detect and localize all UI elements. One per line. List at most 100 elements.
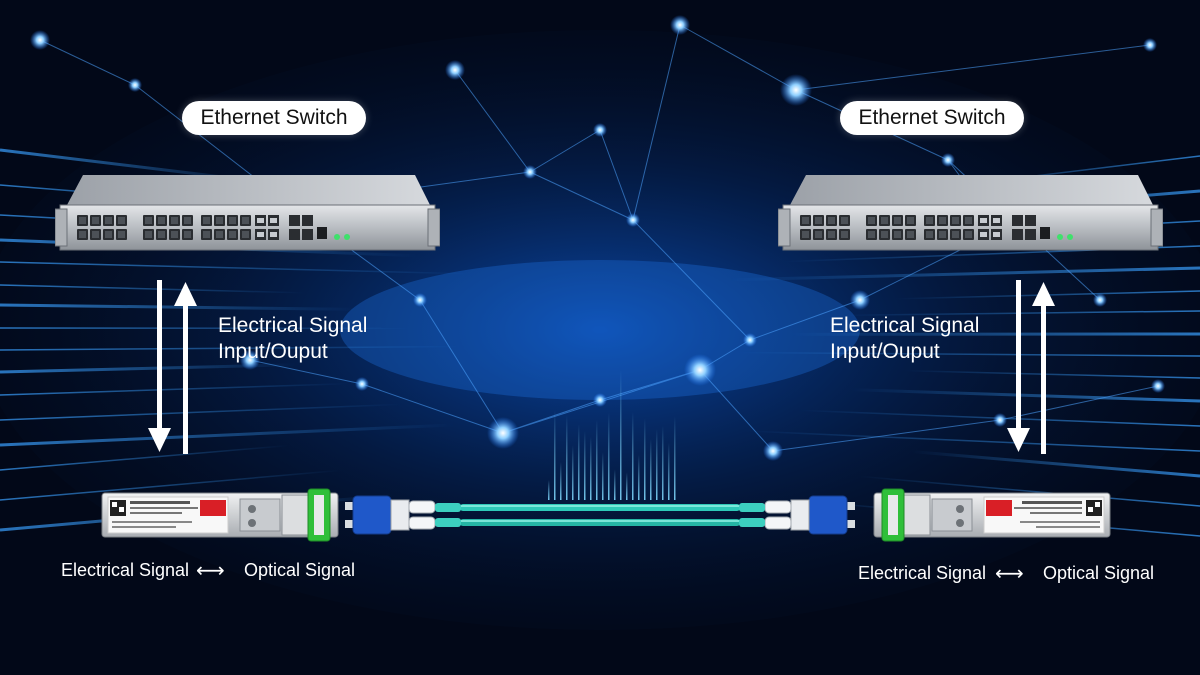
network-link (529, 129, 601, 173)
right-sfp-transceiver-icon (873, 488, 1111, 542)
network-node (445, 60, 465, 80)
network-node (763, 441, 783, 461)
sfp-port-inner (965, 217, 972, 224)
sfp-port-inner (881, 217, 888, 224)
network-link (599, 129, 634, 221)
light-bar (620, 370, 622, 500)
sfp-port-inner (145, 217, 152, 224)
sfp-port-inner (868, 217, 875, 224)
network-link (699, 369, 774, 452)
network-node (684, 354, 716, 386)
network-node (523, 165, 537, 179)
sfp-port-inner (926, 217, 933, 224)
light-streak (0, 423, 457, 447)
light-streak (735, 351, 1200, 357)
sfp-port-inner (229, 231, 236, 238)
sfp-port-inner (907, 217, 914, 224)
left-double-arrow-icon: ⟷ (196, 558, 225, 582)
sfp-port-inner (815, 231, 822, 238)
sfp-port-inner (841, 217, 848, 224)
sfp-port (302, 229, 313, 240)
sfp-port-inner (92, 217, 99, 224)
network-node (355, 377, 369, 391)
light-bar (566, 415, 568, 500)
sfp-port-inner (184, 217, 191, 224)
light-bar (650, 439, 652, 500)
sfp-port-inner (952, 217, 959, 224)
network-link (632, 219, 751, 341)
network-node (413, 293, 427, 307)
sfp-port-inner (92, 231, 99, 238)
light-bar (572, 445, 574, 500)
sfp-port-inner (881, 231, 888, 238)
light-streak (0, 345, 465, 351)
light-bar (584, 431, 586, 500)
status-led (1067, 234, 1073, 240)
sfp-port-inner (158, 231, 165, 238)
network-link (419, 299, 504, 434)
sfp-port-inner (105, 217, 112, 224)
sfp-port (289, 215, 300, 226)
network-link (599, 369, 701, 401)
right-conversion-to: Optical Signal (1043, 563, 1155, 583)
network-node (941, 153, 955, 167)
light-bar (596, 419, 598, 500)
light-bar (554, 410, 556, 500)
sfp-port-inner (118, 231, 125, 238)
console-port (1040, 227, 1050, 239)
sfp-port-inner (926, 231, 933, 238)
light-bar (578, 424, 580, 500)
rj45-port-inner (270, 232, 277, 237)
sfp-port-inner (171, 231, 178, 238)
left-up-arrow (174, 282, 197, 454)
sfp-port-inner (802, 217, 809, 224)
sfp-port-inner (802, 231, 809, 238)
light-streak (727, 266, 1200, 282)
sfp-port-inner (203, 217, 210, 224)
sfp-port-inner (828, 217, 835, 224)
network-link (39, 39, 136, 86)
rj45-port-inner (993, 232, 1000, 237)
light-bar (662, 425, 664, 500)
light-bar (674, 416, 676, 500)
status-led (334, 234, 340, 240)
network-node (626, 213, 640, 227)
network-node (593, 393, 607, 407)
light-bar (644, 418, 646, 500)
sfp-port (1012, 229, 1023, 240)
light-streak (0, 469, 343, 501)
left-conversion-from: Electrical Signal (61, 560, 190, 580)
rj45-port-inner (270, 218, 277, 223)
sfp-port-inner (79, 217, 86, 224)
network-link (249, 359, 363, 385)
network-node (670, 15, 690, 35)
network-link (502, 399, 601, 434)
sfp-port-inner (105, 231, 112, 238)
network-node (993, 413, 1007, 427)
sfp-port-inner (815, 217, 822, 224)
network-node (30, 30, 50, 50)
rj45-port-inner (980, 232, 987, 237)
light-streak (0, 382, 351, 396)
right-down-arrow (1007, 280, 1030, 452)
left-signal-line2: Input/Ouput (218, 340, 328, 363)
console-port (317, 227, 327, 239)
sfp-port-inner (203, 231, 210, 238)
right-switch-label: Ethernet Switch (840, 101, 1024, 135)
sfp-port (1012, 215, 1023, 226)
sfp-port-inner (171, 217, 178, 224)
light-bar (656, 429, 658, 500)
network-link (749, 299, 861, 341)
sfp-port (302, 215, 313, 226)
left-lc-connector (345, 495, 461, 535)
right-ethernet-switch-icon (778, 175, 1163, 251)
sfp-port-inner (965, 231, 972, 238)
sfp-port-inner (184, 231, 191, 238)
rj45-port-inner (980, 218, 987, 223)
light-streak (910, 450, 1200, 478)
left-ethernet-switch-icon (55, 175, 440, 251)
network-node (743, 333, 757, 347)
sfp-port-inner (216, 217, 223, 224)
rj45-port-inner (993, 218, 1000, 223)
